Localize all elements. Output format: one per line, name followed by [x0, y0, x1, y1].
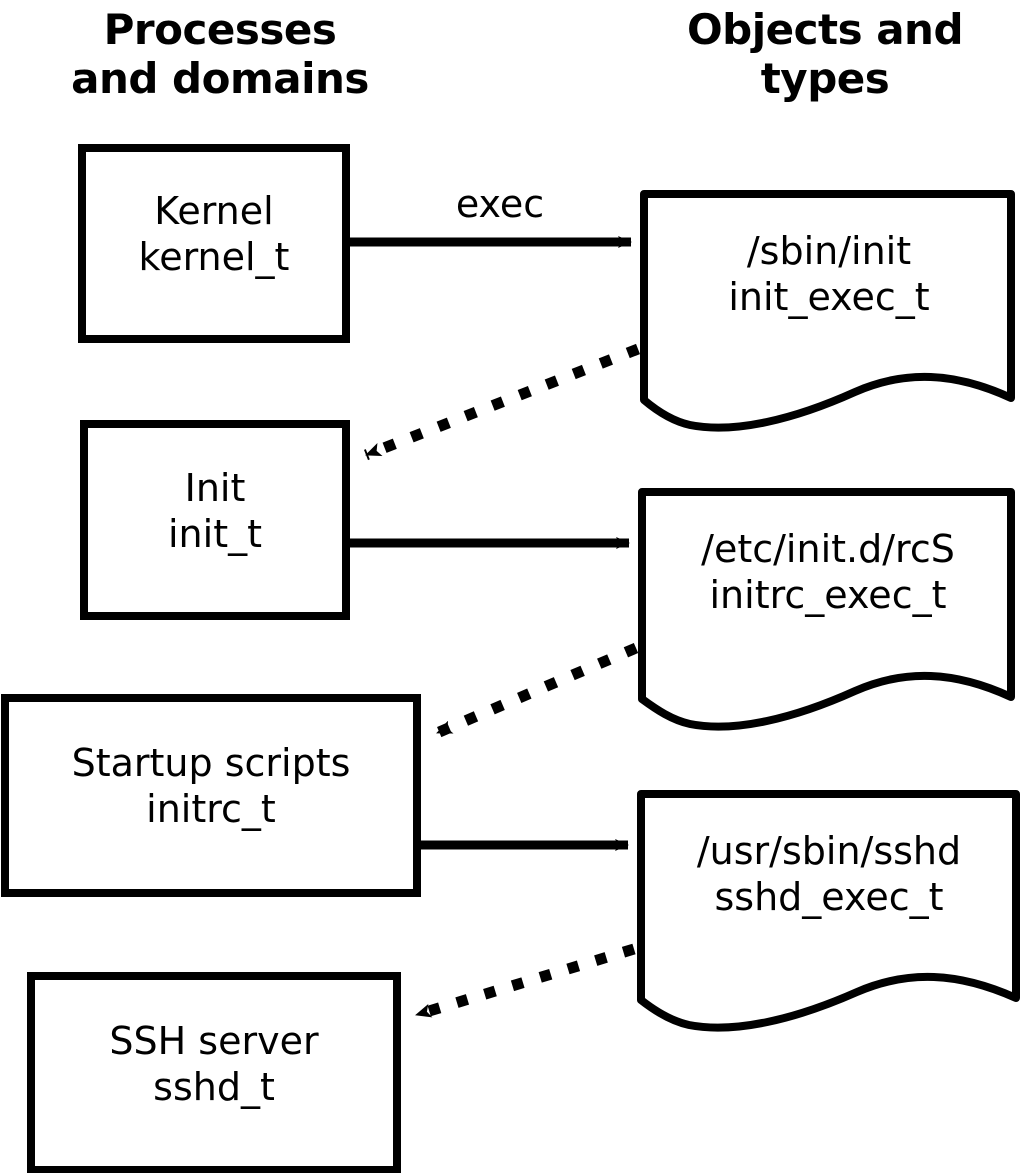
edge-label-exec: exec [455, 182, 545, 226]
node-doc-initrc-exec[interactable] [638, 488, 1015, 731]
node-box-sshd[interactable] [27, 972, 401, 1173]
node-doc-init-exec[interactable] [640, 190, 1015, 432]
column-header-processes: Processes and domains [71, 5, 369, 103]
edge-init-exec-to-init [364, 343, 640, 461]
node-box-init[interactable] [80, 420, 350, 620]
node-box-kernel[interactable] [78, 144, 350, 343]
edge-sshd-exec-to-sshd [414, 943, 636, 1021]
node-doc-sshd-exec[interactable] [637, 790, 1020, 1032]
column-header-objects: Objects and types [686, 5, 964, 103]
edge-initrc-exec-to-initrc [434, 642, 639, 739]
node-box-initrc[interactable] [1, 694, 421, 897]
